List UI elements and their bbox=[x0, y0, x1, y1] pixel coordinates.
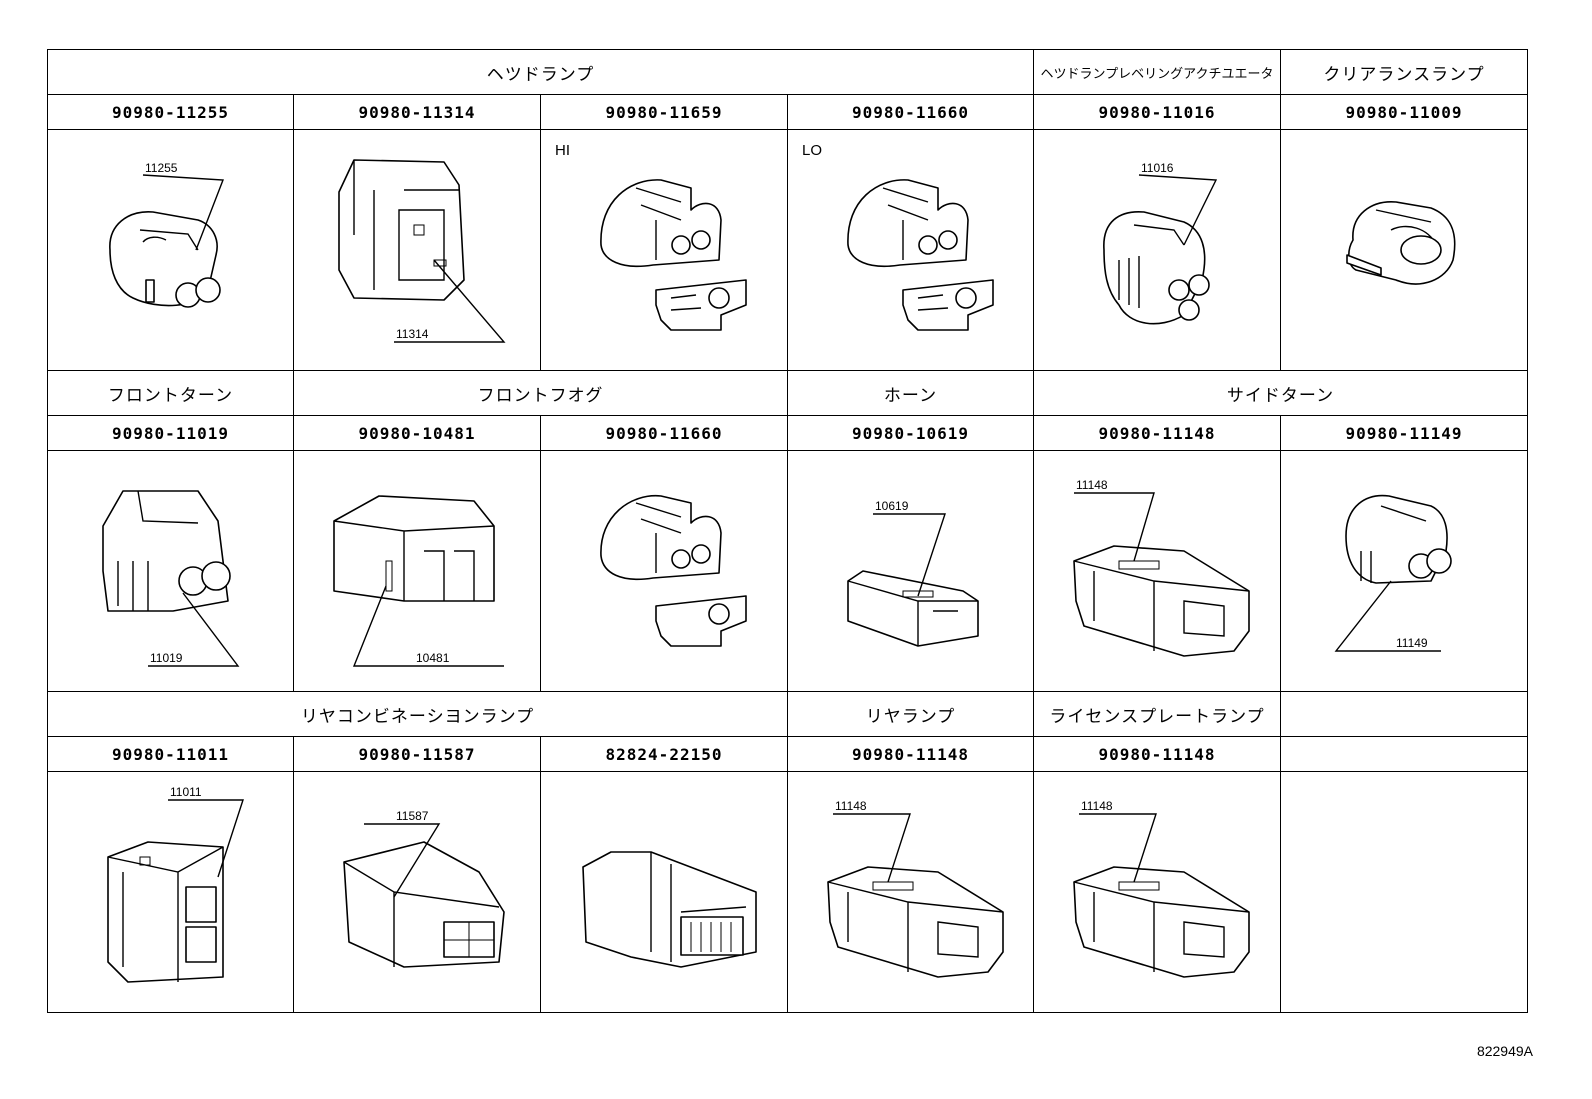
connector-cell: 11314 bbox=[293, 129, 541, 371]
callout-label: 11011 bbox=[170, 785, 202, 799]
part-number: 90980-11587 bbox=[293, 736, 541, 772]
connector-cell: 11148 bbox=[1033, 771, 1281, 1013]
part-number bbox=[1280, 736, 1528, 772]
long-connector-icon: 11148 bbox=[1073, 478, 1250, 657]
category-front-turn: フロントターン bbox=[47, 370, 294, 416]
connector-cell: 11019 bbox=[47, 450, 294, 692]
box-connector-icon: 11011 bbox=[107, 785, 244, 983]
category-rear-lamp: リヤランプ bbox=[787, 691, 1034, 737]
plug-2pin-icon: 11255 bbox=[109, 161, 224, 308]
callout-label: 11587 bbox=[396, 809, 429, 823]
callout-label: 11148 bbox=[1076, 478, 1108, 492]
callout-label: 11019 bbox=[150, 651, 183, 665]
callout-label: 11148 bbox=[1081, 799, 1113, 813]
category-clearance-lamp: クリアランスランプ bbox=[1280, 49, 1528, 95]
connector-cell bbox=[540, 771, 788, 1013]
part-number: 90980-11149 bbox=[1280, 415, 1528, 451]
illustration-code: 822949A bbox=[1476, 1043, 1533, 1059]
plug-round-icon bbox=[1346, 201, 1456, 285]
part-number: 90980-11011 bbox=[47, 736, 294, 772]
part-number: 90980-11148 bbox=[1033, 736, 1281, 772]
category-side-turn: サイドターン bbox=[1033, 370, 1528, 416]
connector-cell: 11255 bbox=[47, 129, 294, 371]
connector-cell: 11587 bbox=[293, 771, 541, 1013]
category-headlamp: ヘツドランプ bbox=[47, 49, 1034, 95]
category-empty bbox=[1280, 691, 1528, 737]
category-horn: ホーン bbox=[787, 370, 1034, 416]
connector-cell: LO bbox=[787, 129, 1034, 371]
lo-label: LO bbox=[802, 142, 823, 159]
multi-pin-icon bbox=[582, 851, 757, 968]
connector-cell: 11148 bbox=[1033, 450, 1281, 692]
hi-label: HI bbox=[555, 142, 570, 159]
flat-connector-icon: 10481 bbox=[333, 495, 504, 667]
part-number: 90980-11016 bbox=[1033, 94, 1281, 130]
callout-label: 10481 bbox=[416, 651, 450, 665]
connector-cell bbox=[540, 450, 788, 692]
category-front-fog: フロントフオグ bbox=[293, 370, 788, 416]
category-license-plate-lamp: ライセンスプレートランプ bbox=[1033, 691, 1281, 737]
plug-2pin-icon: 11149 bbox=[1334, 494, 1452, 652]
callout-label: 11314 bbox=[396, 327, 429, 341]
part-number: 90980-11009 bbox=[1280, 94, 1528, 130]
part-number: 90980-11255 bbox=[47, 94, 294, 130]
flat-small-icon: 10619 bbox=[847, 499, 979, 647]
part-number: 90980-11660 bbox=[787, 94, 1034, 130]
plug-clip-icon bbox=[600, 179, 747, 331]
connector-cell: 11016 bbox=[1033, 129, 1281, 371]
part-number: 90980-10619 bbox=[787, 415, 1034, 451]
callout-label: 10619 bbox=[875, 499, 909, 513]
part-number: 90980-11019 bbox=[47, 415, 294, 451]
plug-3pin-icon: 11016 bbox=[1103, 161, 1218, 325]
long-connector-icon: 11148 bbox=[1073, 799, 1250, 978]
callout-label: 11148 bbox=[835, 799, 867, 813]
connector-cell: 11011 bbox=[47, 771, 294, 1013]
box-connector-icon: 11314 bbox=[338, 159, 506, 343]
part-number: 82824-22150 bbox=[540, 736, 788, 772]
part-number: 90980-11314 bbox=[293, 94, 541, 130]
connector-cell: 10619 bbox=[787, 450, 1034, 692]
plug-clip-icon bbox=[600, 495, 747, 647]
part-number: 90980-11148 bbox=[787, 736, 1034, 772]
category-headlamp-leveling-actuator: ヘツドランプレベリングアクチユエータ bbox=[1033, 49, 1281, 95]
plug-2pin-icon: 11019 bbox=[102, 490, 240, 667]
part-number: 90980-11659 bbox=[540, 94, 788, 130]
connector-cell: 10481 bbox=[293, 450, 541, 692]
long-connector-icon: 11148 bbox=[827, 799, 1004, 978]
connector-cell: HI bbox=[540, 129, 788, 371]
empty-cell bbox=[1280, 771, 1528, 1013]
connector-cell bbox=[1280, 129, 1528, 371]
connector-cell: 11149 bbox=[1280, 450, 1528, 692]
plug-clip-icon bbox=[847, 179, 994, 331]
connector-table: ヘツドランプ ヘツドランプレベリングアクチユエータ クリアランスランプ 9098… bbox=[47, 49, 1528, 1013]
callout-label: 11016 bbox=[1141, 161, 1174, 175]
connector-cell: 11148 bbox=[787, 771, 1034, 1013]
callout-label: 11149 bbox=[1396, 636, 1428, 650]
part-number: 90980-10481 bbox=[293, 415, 541, 451]
part-number: 90980-11148 bbox=[1033, 415, 1281, 451]
part-number: 90980-11660 bbox=[540, 415, 788, 451]
box-connector-icon: 11587 bbox=[343, 809, 505, 968]
category-rear-combination-lamp: リヤコンビネーシヨンランプ bbox=[47, 691, 788, 737]
callout-label: 11255 bbox=[145, 161, 178, 175]
